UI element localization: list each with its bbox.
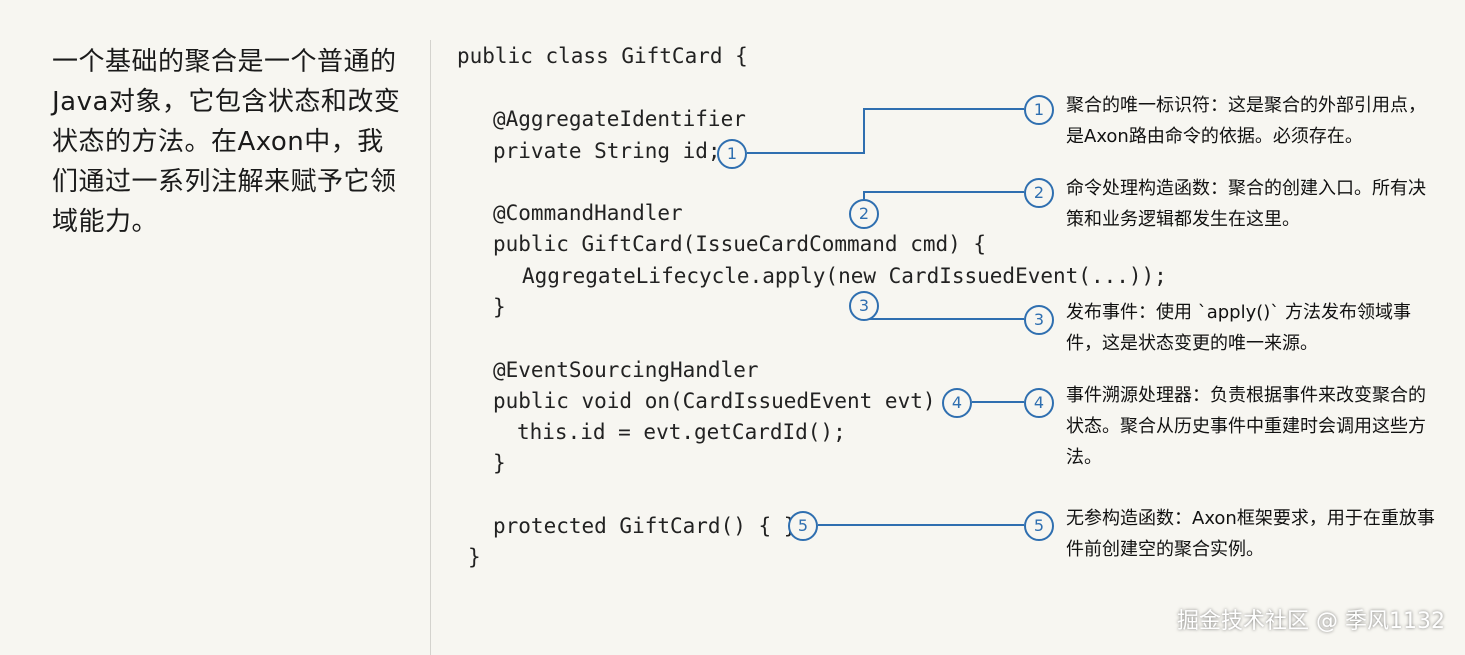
marker-2-note: 2 <box>1024 178 1054 208</box>
divider <box>430 40 431 655</box>
code-command-constructor: public GiftCard(IssueCardCommand cmd) { <box>493 232 987 256</box>
note-2: 命令处理构造函数：聚合的创建入口。所有决策和业务逻辑都发生在这里。 <box>1066 178 1426 230</box>
marker-3-note: 3 <box>1024 305 1054 335</box>
note-1: 聚合的唯一标识符：这是聚合的外部引用点，是Axon路由命令的依据。必须存在。 <box>1066 95 1426 147</box>
code-apply-call: AggregateLifecycle.apply(new CardIssuedE… <box>522 264 1167 288</box>
code-on-close: } <box>493 451 506 475</box>
intro-text: 一个基础的聚合是一个普通的Java对象，它包含状态和改变状态的方法。在Axon中… <box>52 47 401 237</box>
code-annotation-command-handler: @CommandHandler <box>493 201 683 225</box>
marker-1-note: 1 <box>1024 95 1054 125</box>
code-annotation-aggregate-identifier: @AggregateIdentifier <box>493 107 746 131</box>
code-class-close: } <box>468 545 481 569</box>
code-default-constructor: protected GiftCard() { } <box>493 514 797 538</box>
note-4: 事件溯源处理器：负责根据事件来改变聚合的状态。聚合从历史事件中重建时会调用这些方… <box>1066 385 1426 468</box>
note-3: 发布事件：使用 `apply()` 方法发布领域事件，这是状态变更的唯一来源。 <box>1066 302 1412 354</box>
marker-2-code: 2 <box>849 199 879 229</box>
code-constructor-close: } <box>493 295 506 319</box>
connector-1 <box>747 108 1024 154</box>
marker-5-note: 5 <box>1024 511 1054 541</box>
marker-1-code: 1 <box>717 139 747 169</box>
connector-2 <box>863 191 1024 199</box>
note-5: 无参构造函数：Axon框架要求，用于在重放事件前创建空的聚合实例。 <box>1066 508 1435 560</box>
marker-3-code: 3 <box>849 291 879 321</box>
code-assign-id: this.id = evt.getCardId(); <box>517 420 846 444</box>
marker-5-code: 5 <box>788 511 818 541</box>
code-class-declaration: public class GiftCard { <box>457 44 748 68</box>
code-id-field: private String id; <box>493 139 721 163</box>
marker-4-note: 4 <box>1024 388 1054 418</box>
watermark: 掘金技术社区 @ 季风1132 <box>1177 609 1445 634</box>
code-annotation-event-sourcing-handler: @EventSourcingHandler <box>493 358 759 382</box>
marker-4-code: 4 <box>942 388 972 418</box>
